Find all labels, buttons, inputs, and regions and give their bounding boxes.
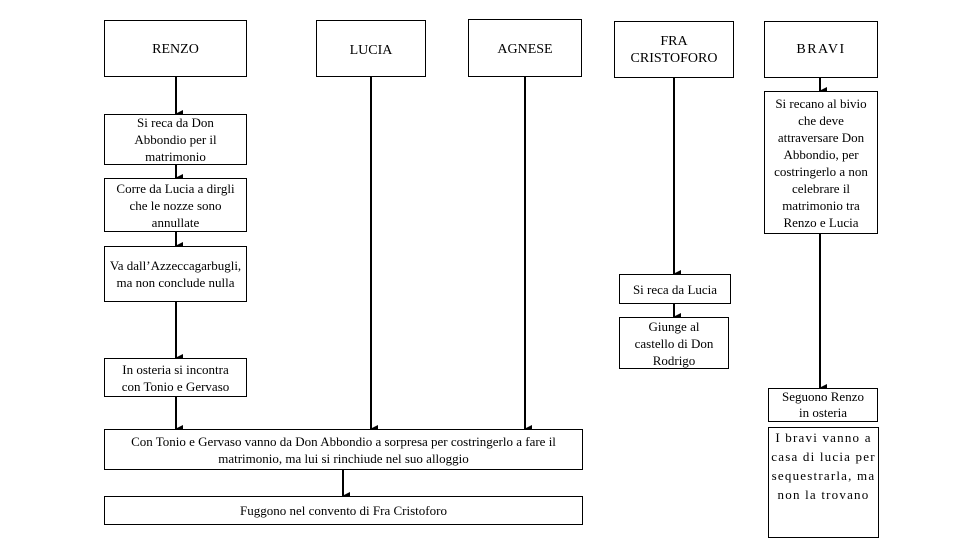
fra-step-1: Si reca da Lucia — [619, 274, 731, 304]
renzo-step-3: Va dall’Azzeccagarbugli, ma non conclude… — [104, 246, 247, 302]
header-fra-cristoforo: FRA CRISTOFORO — [614, 21, 734, 78]
header-bravi: BRAVI — [764, 21, 878, 78]
bravi-step-2: Seguono Renzo in osteria — [768, 388, 878, 422]
bravi-step-1: Si recano al bivio che deve attraversare… — [764, 91, 878, 234]
header-lucia: LUCIA — [316, 20, 426, 77]
header-agnese: AGNESE — [468, 19, 582, 77]
renzo-step-2: Corre da Lucia a dirgli che le nozze son… — [104, 178, 247, 232]
joint-step-2: Fuggono nel convento di Fra Cristoforo — [104, 496, 583, 525]
renzo-step-1: Si reca da Don Abbondio per il matrimoni… — [104, 114, 247, 165]
renzo-step-4: In osteria si incontra con Tonio e Gerva… — [104, 358, 247, 397]
joint-step-1: Con Tonio e Gervaso vanno da Don Abbondi… — [104, 429, 583, 470]
bravi-step-3: I bravi vanno a casa di lucia per seques… — [768, 427, 879, 538]
header-renzo: RENZO — [104, 20, 247, 77]
fra-step-2: Giunge al castello di Don Rodrigo — [619, 317, 729, 369]
